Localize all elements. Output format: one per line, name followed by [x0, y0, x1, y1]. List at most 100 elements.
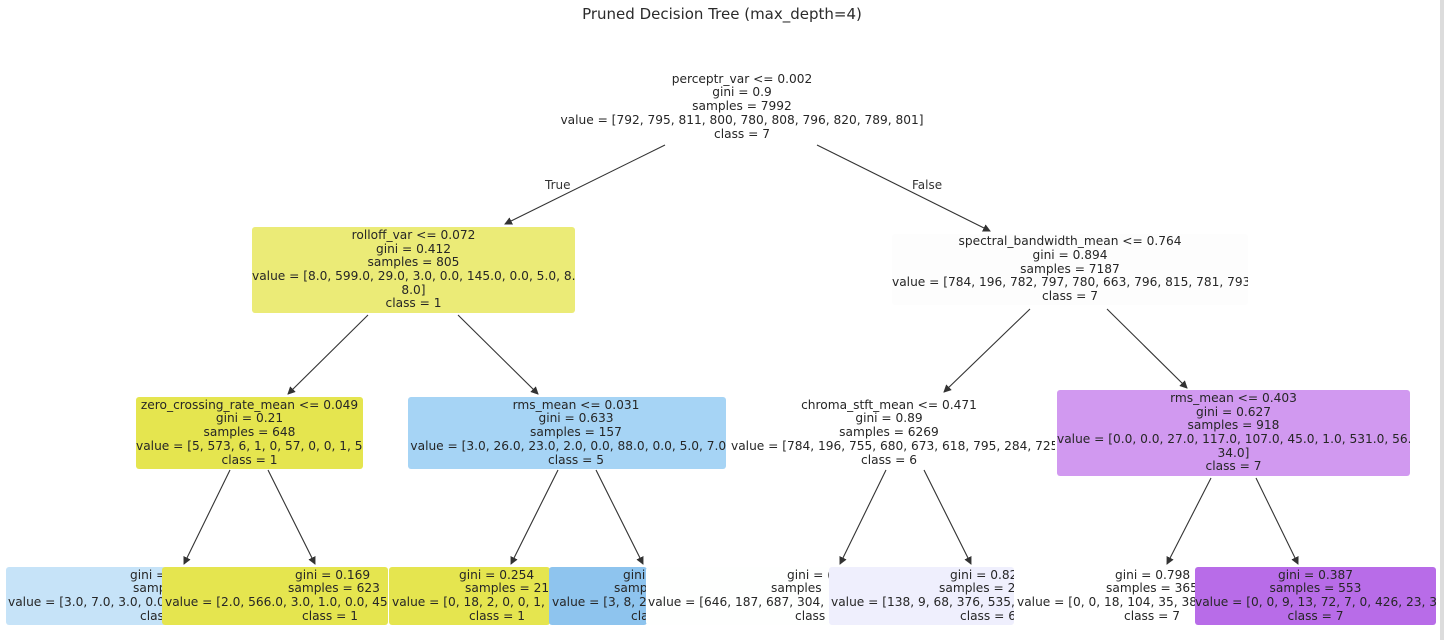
tree-leaf-3: gini = 0.254 samples = 21 value = [0, 18…	[389, 567, 550, 625]
node-class: class = 7	[1124, 608, 1180, 623]
node-class: class = 5	[548, 452, 604, 467]
edge-root-n1	[504, 144, 666, 225]
node-gini: gini	[623, 567, 646, 582]
edge-n1-n4	[457, 314, 539, 395]
node-gini: gini = 0.798	[1115, 567, 1191, 582]
node-split: chroma_stft_mean <= 0.471	[801, 397, 977, 412]
node-class: class = 1	[302, 608, 358, 623]
node-value: value = [138, 9, 68, 376, 535, 1	[831, 595, 1014, 609]
edge-label-true: True	[545, 178, 571, 192]
node-class: class = 1	[469, 608, 525, 623]
node-value: value = [0, 18, 2, 0, 0, 1, 0	[392, 595, 550, 609]
node-class: clas	[140, 608, 164, 623]
node-class: class = 6	[861, 452, 917, 467]
tree-node-n4: rms_mean <= 0.031 gini = 0.633 samples =…	[408, 397, 726, 469]
node-samples: samples = 365	[1106, 581, 1197, 596]
node-samples: samples = 623	[288, 581, 380, 596]
node-value: value = [0, 0, 18, 104, 35, 38,	[1017, 595, 1197, 609]
node-samples: samples = 7187	[1020, 261, 1120, 276]
node-value: value = [3.0, 26.0, 23.0, 2.0, 0.0, 88.0…	[410, 438, 726, 453]
node-class: class = 7	[1042, 289, 1098, 304]
node-samples: samples = 648	[203, 425, 296, 440]
node-gini: gini = 0.21	[215, 411, 284, 426]
tree-node-n1: rolloff_var <= 0.072 gini = 0.412 sample…	[252, 227, 575, 313]
tree-leaf-7: gini = 0.798 samples = 365 value = [0, 0…	[1015, 567, 1197, 625]
node-value: value = [0.0, 0.0, 27.0, 117.0, 107.0, 4…	[1057, 432, 1410, 446]
tree-node-n3: zero_crossing_rate_mean <= 0.049 gini = …	[136, 397, 363, 469]
node-gini: gini = 0.412	[375, 241, 452, 256]
node-class: class = 6	[960, 608, 1014, 623]
chart-title: Pruned Decision Tree (max_depth=4)	[582, 5, 862, 23]
node-class: class = 7	[714, 126, 770, 141]
node-value: value = [3, 8, 2	[552, 595, 647, 609]
node-samples: samples = 157	[530, 425, 622, 440]
tree-node-n2: spectral_bandwidth_mean <= 0.764 gini = …	[892, 234, 1248, 305]
vertical-scrollbar[interactable]	[1440, 0, 1444, 640]
node-gini: gini = 0.254	[459, 567, 535, 582]
node-samples: samples = 2	[939, 581, 1014, 596]
node-gini: gini = 0.627	[1195, 404, 1272, 419]
edge-n4-leaf4	[595, 469, 644, 565]
edge-n5-leaf5	[839, 469, 887, 565]
node-value: value = [784, 196, 782, 797, 780, 663, 7…	[892, 275, 1248, 290]
edge-n3-leaf1	[183, 469, 231, 565]
node-value: value = [646, 187, 687, 304, 1	[648, 595, 831, 609]
edge-n3-leaf2	[267, 469, 316, 565]
tree-leaf-2: gini = 0.169 samples = 623 value = [2.0,…	[162, 567, 388, 625]
node-samples: samples = 7992	[692, 99, 792, 114]
node-samples: samples = 6269	[839, 425, 939, 440]
node-samples: samples = 553	[1269, 581, 1362, 596]
node-gini: gini = 0.387	[1277, 567, 1354, 582]
node-split: perceptr_var <= 0.002	[671, 71, 813, 86]
node-value: value = [0, 0, 9, 13, 72, 7, 0, 426, 23,…	[1195, 595, 1436, 609]
node-class: class = 7	[1205, 459, 1262, 474]
node-value: value = [2.0, 566.0, 3.0, 1.0, 0.0, 45.0	[165, 595, 388, 609]
edge-label-false: False	[912, 178, 943, 192]
node-split: spectral_bandwidth_mean <= 0.764	[958, 234, 1182, 249]
edge-n6-leaf8	[1255, 477, 1299, 565]
node-samples: samp	[614, 581, 647, 596]
edge-n1-n3	[287, 314, 369, 395]
node-value: value = [8.0, 599.0, 29.0, 3.0, 0.0, 145…	[252, 269, 575, 283]
node-samples: sampl	[133, 581, 166, 596]
node-samples: samples = 21	[465, 581, 550, 596]
node-class: cla	[631, 608, 647, 623]
node-class: class	[795, 608, 826, 623]
node-gini: gini = 0.9	[712, 85, 772, 100]
node-value-cont: 34.0]	[1217, 445, 1250, 460]
node-gini: gini = 0.169	[295, 567, 371, 582]
tree-node-n6: rms_mean <= 0.403 gini = 0.627 samples =…	[1057, 390, 1410, 476]
tree-leaf-8: gini = 0.387 samples = 553 value = [0, 0…	[1195, 567, 1436, 625]
node-class: class = 1	[385, 296, 442, 311]
node-samples: samples = 918	[1187, 418, 1280, 433]
edge-n5-leaf6	[923, 469, 972, 565]
node-gini: gini = (	[787, 567, 831, 582]
tree-leaf-4: gini samp value = [3, 8, 2 cla	[549, 567, 647, 625]
tree-node-root: perceptr_var <= 0.002 gini = 0.9 samples…	[560, 71, 924, 143]
tree-node-n5: chroma_stft_mean <= 0.471 gini = 0.89 sa…	[729, 397, 1055, 469]
tree-leaf-1: gini = sampl value = [3.0, 7.0, 3.0, 0.0…	[6, 567, 166, 625]
node-split: rms_mean <= 0.403	[1170, 390, 1297, 405]
node-value: value = [784, 196, 755, 680, 673, 618, 7…	[731, 438, 1055, 453]
edge-root-n2	[816, 144, 991, 232]
node-class: class = 1	[221, 452, 278, 467]
node-gini: gini = 0.89	[855, 411, 923, 426]
node-value: value = [3.0, 7.0, 3.0, 0.0,	[8, 595, 166, 609]
node-split: rolloff_var <= 0.072	[351, 227, 476, 242]
edge-n6-leaf7	[1166, 477, 1212, 565]
node-gini: gini =	[130, 567, 166, 582]
node-samples: samples = 805	[367, 255, 460, 270]
node-value: value = [5, 573, 6, 1, 0, 57, 0, 0, 1, 5…	[136, 438, 363, 453]
node-samples: samples	[771, 581, 822, 596]
node-split: zero_crossing_rate_mean <= 0.049	[140, 397, 359, 412]
edge-n2-n6	[1106, 308, 1188, 389]
node-value: value = [792, 795, 811, 800, 780, 808, 7…	[560, 112, 924, 127]
node-value-cont: 8.0]	[401, 282, 426, 297]
node-gini: gini = 0.82	[950, 567, 1014, 582]
node-gini: gini = 0.633	[538, 411, 614, 426]
edge-n2-n5	[943, 308, 1031, 393]
tree-leaf-6: gini = 0.82 samples = 2 value = [138, 9,…	[829, 567, 1014, 625]
edge-n4-leaf3	[510, 469, 559, 565]
tree-leaf-5: gini = ( samples value = [646, 187, 687,…	[646, 567, 831, 625]
